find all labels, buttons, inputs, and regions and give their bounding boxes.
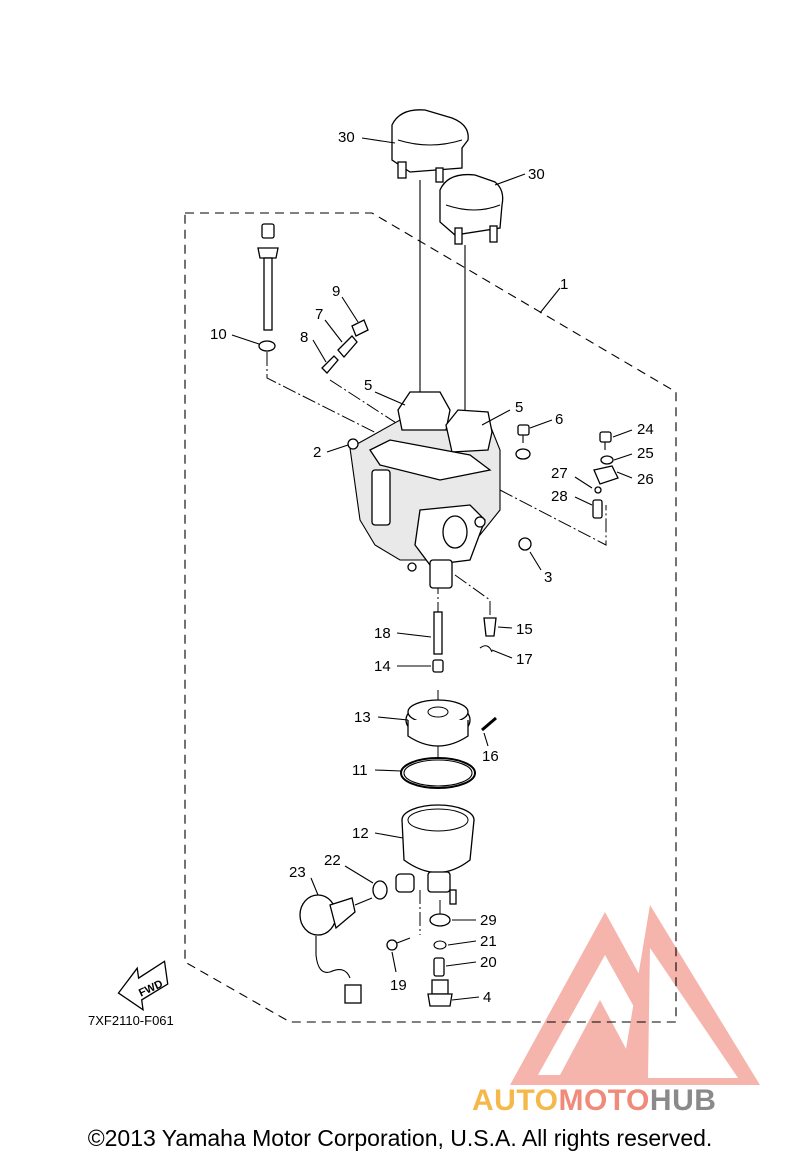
callout-27: 27	[551, 465, 568, 482]
callout-14: 14	[374, 658, 391, 675]
solenoid-upper	[391, 109, 469, 183]
assembly-boundary	[184, 212, 677, 1023]
callout-12: 12	[352, 825, 369, 842]
callout-21: 21	[480, 933, 497, 950]
callout-28: 28	[551, 488, 568, 505]
copyright-notice: ©2013 Yamaha Motor Corporation, U.S.A. A…	[87, 1125, 713, 1151]
callout-5a: 5	[364, 377, 372, 394]
callout-4: 4	[483, 989, 491, 1006]
callouts: 30 30 1 9 7 8 10 5 5 6 24 25 26 27 28 2 …	[210, 129, 654, 1006]
callout-17: 17	[516, 651, 533, 668]
callout-7: 7	[315, 306, 323, 323]
callout-5b: 5	[515, 399, 523, 416]
callout-11: 11	[352, 762, 368, 779]
callout-30b: 30	[528, 166, 545, 183]
callout-13: 13	[354, 709, 371, 726]
callout-22: 22	[324, 852, 341, 869]
callout-26: 26	[637, 471, 654, 488]
callout-23: 23	[289, 864, 306, 881]
float-bowl	[395, 804, 475, 905]
callout-18: 18	[374, 625, 391, 642]
callout-10: 10	[210, 326, 227, 343]
brand-auto: AUTO	[472, 1084, 559, 1117]
fwd-arrow: FWD	[117, 960, 169, 1012]
callout-25: 25	[637, 445, 654, 462]
callout-16: 16	[482, 748, 499, 765]
callout-19: 19	[390, 977, 407, 994]
callout-24: 24	[637, 421, 654, 438]
callout-3: 3	[544, 569, 552, 586]
callout-15: 15	[516, 621, 533, 638]
leader-lines	[231, 137, 633, 1001]
callout-1: 1	[560, 276, 568, 293]
callout-2: 2	[313, 444, 321, 461]
callout-20: 20	[480, 954, 497, 971]
jet-tube	[257, 223, 279, 331]
callout-6: 6	[555, 411, 563, 428]
float	[405, 699, 471, 747]
part-code: 7XF2110-F061	[88, 1013, 174, 1028]
watermark-logo	[510, 905, 760, 1085]
brand-hub: HUB	[649, 1084, 717, 1117]
callout-29: 29	[480, 912, 497, 929]
callout-30a: 30	[338, 129, 355, 146]
brand-moto: MOTO	[558, 1084, 650, 1117]
callout-8: 8	[300, 329, 308, 346]
watermark-brand: AUTOMOTOHUB	[472, 1084, 792, 1118]
fuel-cut-solenoid	[299, 894, 373, 1004]
carburetor-body	[349, 391, 501, 589]
solenoid-lower	[439, 173, 504, 245]
callout-9: 9	[332, 283, 340, 300]
